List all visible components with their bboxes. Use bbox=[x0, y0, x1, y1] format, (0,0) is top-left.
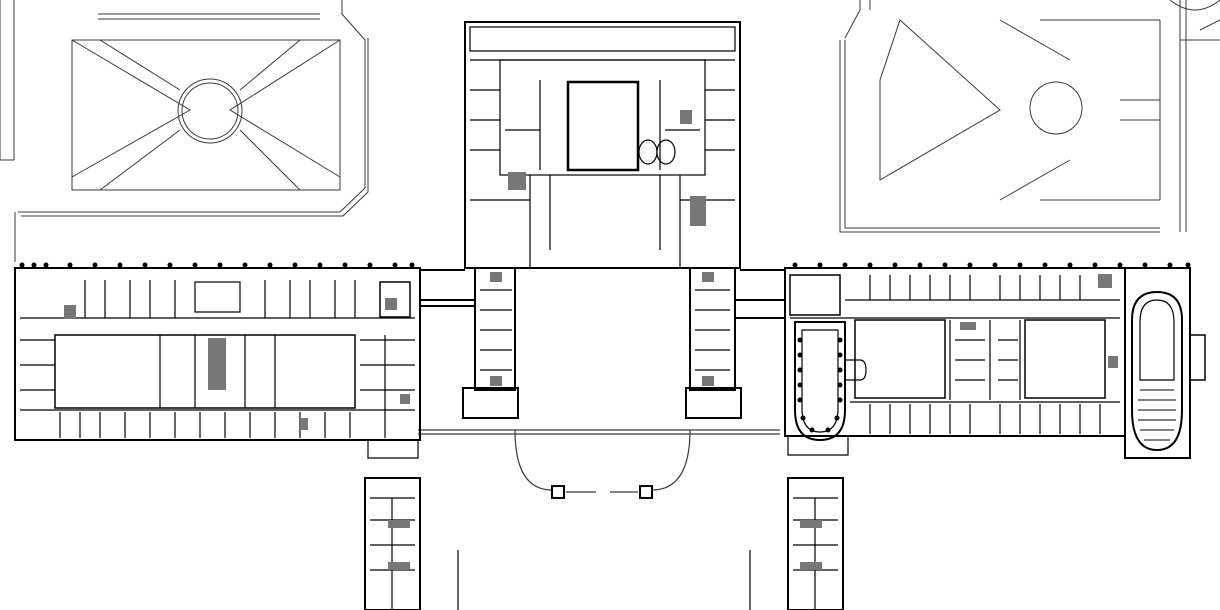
center-court bbox=[462, 268, 742, 419]
fountain-basin-left bbox=[177, 78, 243, 144]
south-pavilion-left bbox=[364, 477, 459, 610]
theatre bbox=[1124, 267, 1206, 459]
center-stairs bbox=[490, 272, 714, 386]
gate-pier-left bbox=[551, 485, 565, 499]
chapel-columns bbox=[797, 337, 843, 433]
north-wing-stairs bbox=[508, 110, 706, 226]
south-pavilion-right bbox=[749, 477, 844, 610]
west-wing-stairs bbox=[64, 298, 410, 430]
entrance-forecourt bbox=[418, 429, 780, 499]
south-pavilion-stairs bbox=[388, 520, 822, 570]
east-colonnade bbox=[792, 262, 1191, 268]
garden-left bbox=[0, 0, 369, 262]
west-colonnade bbox=[19, 262, 415, 268]
fountain-basin-right bbox=[1029, 81, 1083, 135]
north-wing bbox=[464, 21, 741, 269]
west-wing bbox=[14, 267, 475, 459]
east-wing-stairs bbox=[960, 274, 1118, 368]
gate-pier-right bbox=[639, 485, 653, 499]
west-wing-rooms bbox=[20, 280, 415, 438]
east-wing-rooms bbox=[869, 275, 1101, 434]
garden-right bbox=[839, 0, 1220, 233]
